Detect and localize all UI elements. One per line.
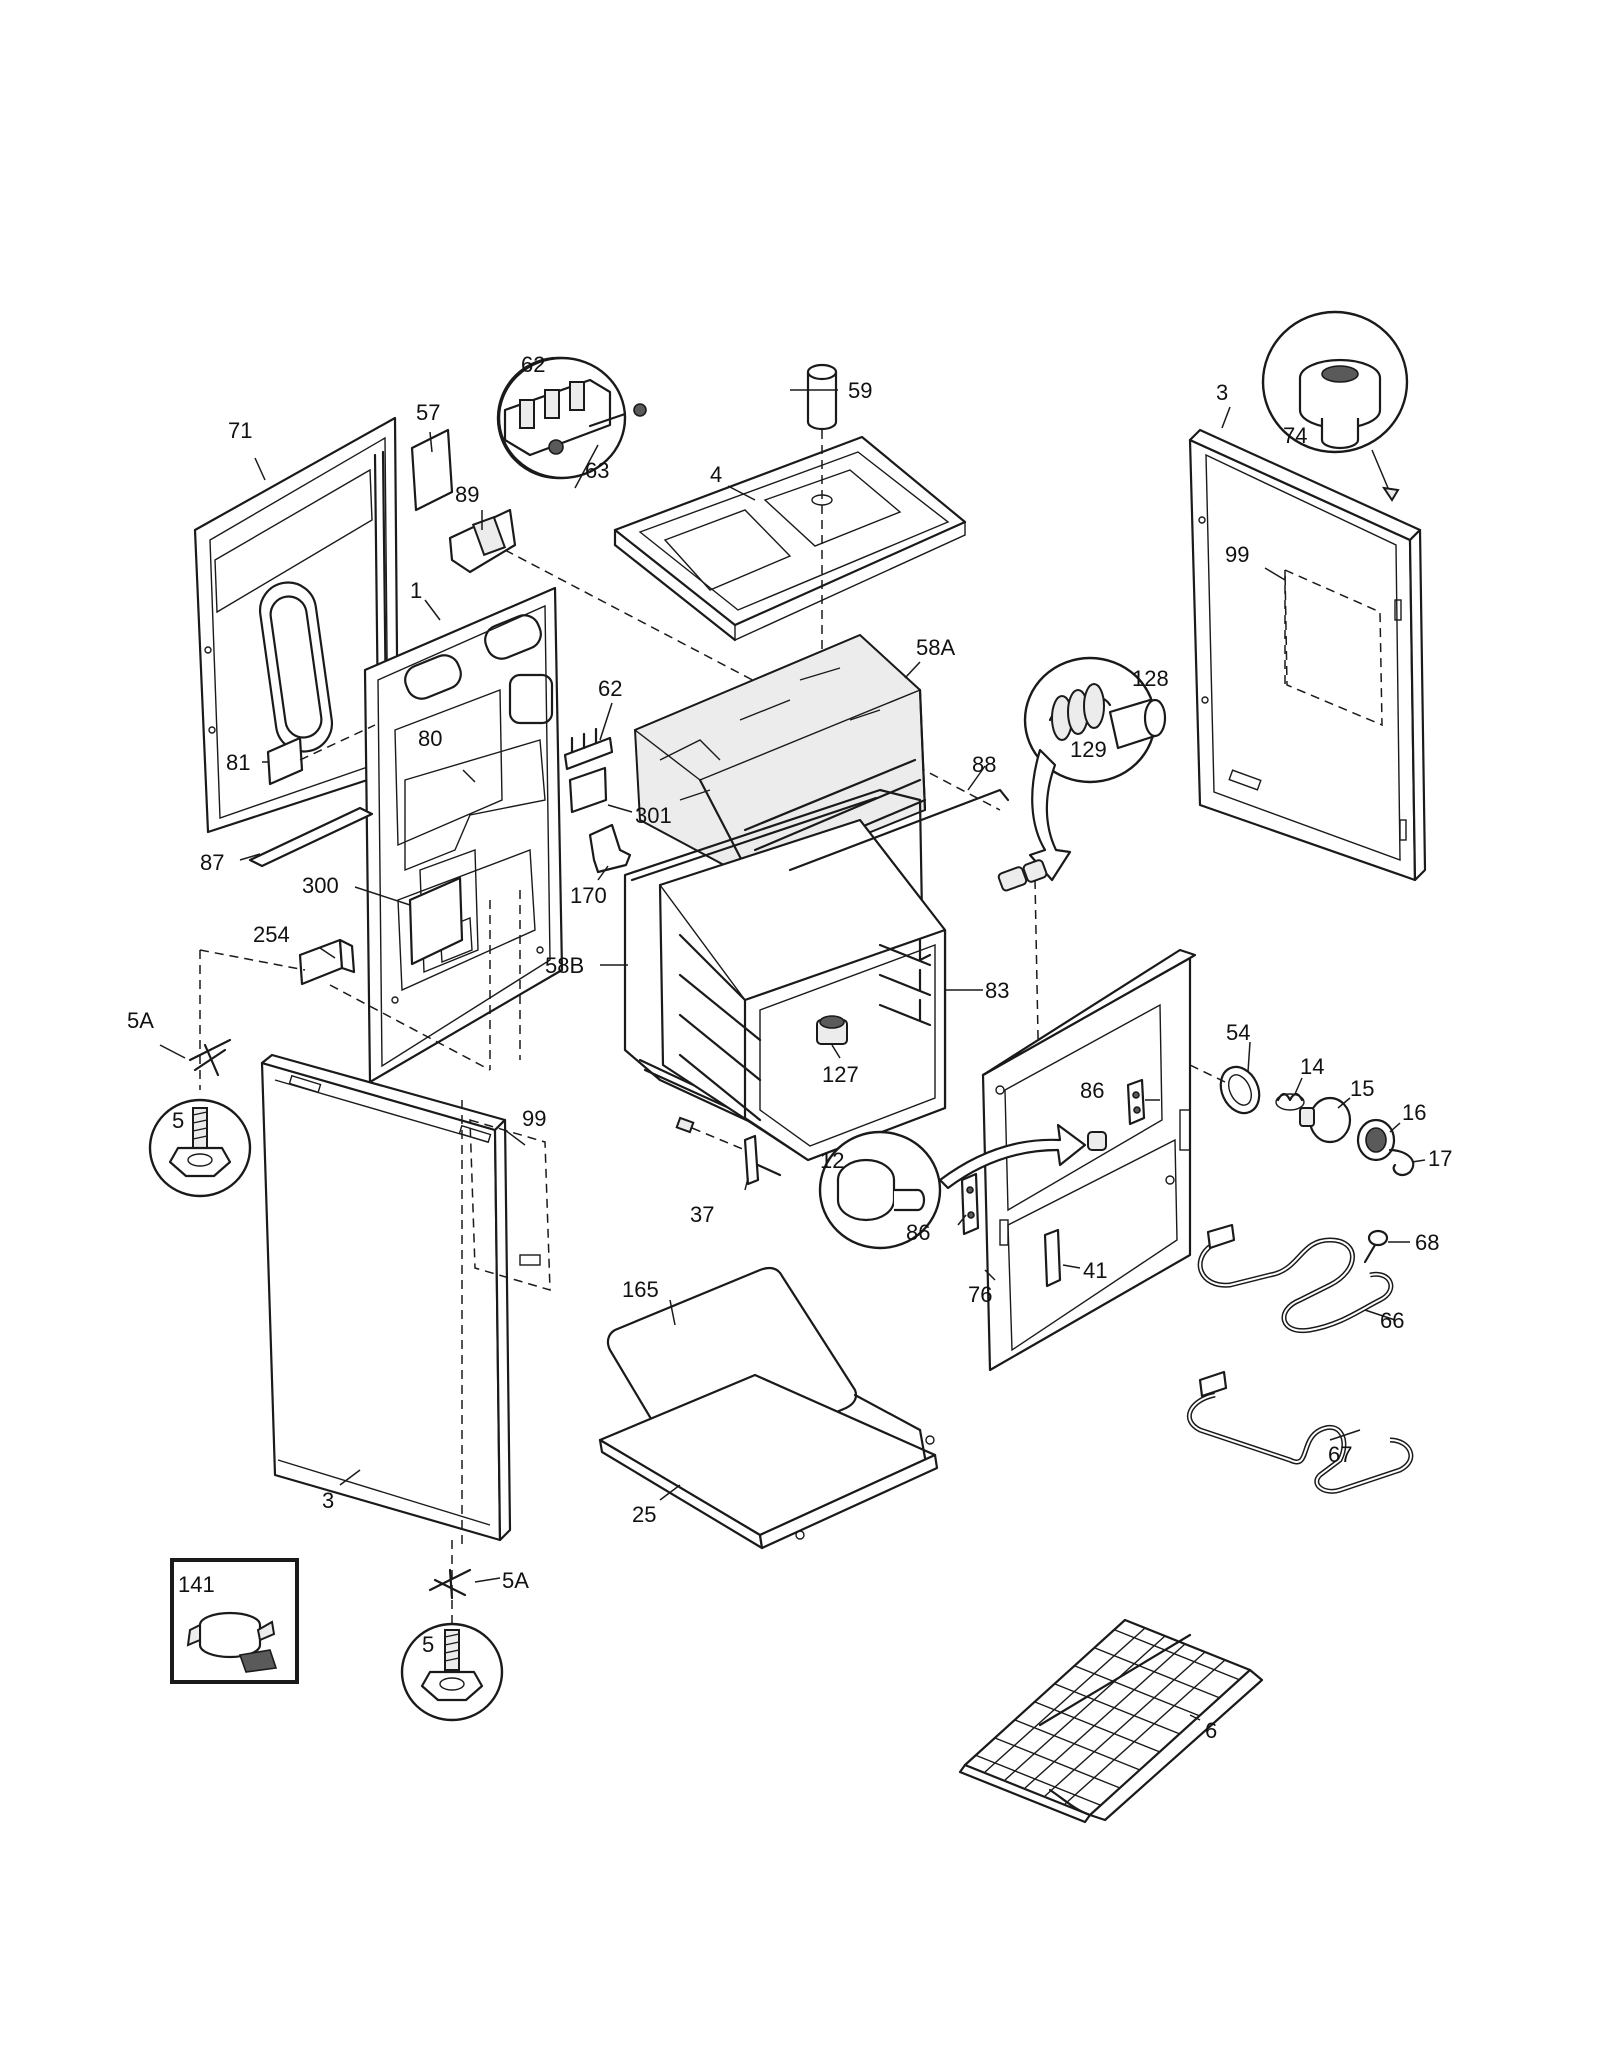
side-panel-part-1	[363, 586, 564, 1084]
label-16: 16	[1402, 1100, 1426, 1125]
leg-clip-part-5A-top	[159, 1038, 232, 1077]
label-71: 71	[228, 418, 252, 443]
light-spring-part-14	[1275, 1092, 1305, 1111]
label-165: 165	[622, 1277, 659, 1302]
knob-callout	[1261, 310, 1409, 502]
label-67: 67	[1328, 1442, 1352, 1467]
strip-part-87	[248, 806, 374, 868]
label-37: 37	[690, 1202, 714, 1227]
label-6: 6	[1205, 1718, 1217, 1743]
label-17: 17	[1428, 1146, 1452, 1171]
label-89: 89	[455, 482, 479, 507]
leader-lines	[239, 389, 1426, 1721]
light-lens-part-16	[1356, 1118, 1396, 1162]
label-99-bottom: 99	[522, 1106, 546, 1131]
label-12: 12	[820, 1148, 844, 1173]
label-3-bottom: 3	[322, 1488, 334, 1513]
callout-arrow-spring	[1028, 748, 1072, 882]
label-128: 128	[1132, 666, 1169, 691]
label-99-top: 99	[1225, 542, 1249, 567]
bracket-part-41	[1043, 1228, 1062, 1288]
label-127: 127	[822, 1062, 859, 1087]
bottom-tray-part-25	[598, 1373, 939, 1550]
label-4: 4	[710, 462, 722, 487]
label-63: 63	[585, 458, 609, 483]
label-3-top: 3	[1216, 380, 1228, 405]
label-86-lower: 86	[906, 1220, 930, 1245]
label-58B: 58B	[545, 953, 584, 978]
label-80: 80	[418, 726, 442, 751]
label-74: 74	[1283, 423, 1307, 448]
bracket-part-254	[199, 890, 521, 1090]
bushing-callout-part-12	[818, 1130, 942, 1250]
oven-rack-part-6	[958, 1618, 1264, 1824]
thermostat-part-141-box	[170, 1558, 299, 1684]
light-socket-part-127	[816, 1015, 848, 1045]
broil-element-part-66	[1197, 1223, 1394, 1334]
label-15: 15	[1350, 1076, 1374, 1101]
label-62: 62	[598, 676, 622, 701]
label-76: 76	[968, 1282, 992, 1307]
label-plate-part-99-right	[1284, 568, 1383, 727]
label-129: 129	[1070, 737, 1107, 762]
front-frame-part-76	[981, 948, 1197, 1372]
light-bulb-part-15	[1299, 1096, 1352, 1144]
terminal-block-callout	[496, 356, 647, 489]
cover-part-300	[408, 876, 464, 966]
label-86-upper: 86	[1080, 1078, 1104, 1103]
oven-liner-part-83	[658, 818, 947, 1162]
label-14: 14	[1300, 1054, 1324, 1079]
label-plate-part-99-left	[469, 1118, 551, 1292]
label-59: 59	[848, 378, 872, 403]
label-58A: 58A	[916, 635, 955, 660]
label-54: 54	[1226, 1020, 1250, 1045]
wire-clip-part-17	[1388, 1148, 1415, 1177]
label-254: 254	[253, 922, 290, 947]
plate-part-57	[410, 428, 454, 512]
label-170: 170	[570, 883, 607, 908]
label-1: 1	[410, 578, 422, 603]
label-62-callout: 62	[521, 352, 545, 377]
side-panel-part-3-left	[260, 1053, 512, 1550]
part-number-labels: 71 57 62 63 89 1 4 59 3 74 99 58A 62 301…	[127, 352, 1452, 1743]
label-41: 41	[1083, 1258, 1107, 1283]
label-141: 141	[178, 1572, 215, 1597]
door-frame-part-3-right	[1188, 428, 1427, 882]
label-25: 25	[632, 1502, 656, 1527]
leveling-leg-callout-top	[148, 1098, 252, 1198]
insulation-blanket-part-58A	[633, 633, 927, 882]
label-87: 87	[200, 850, 224, 875]
label-83: 83	[985, 978, 1009, 1003]
label-301: 301	[635, 803, 672, 828]
label-57: 57	[416, 400, 440, 425]
leveling-leg-callout-bottom	[400, 1540, 504, 1722]
label-5-top: 5	[172, 1108, 184, 1133]
label-68: 68	[1415, 1230, 1439, 1255]
label-5-bottom: 5	[422, 1632, 434, 1657]
plate-part-301	[568, 766, 608, 814]
label-5A-top: 5A	[127, 1008, 154, 1033]
element-clip-part-68	[1363, 1229, 1389, 1264]
top-panel-part-4	[613, 435, 967, 642]
label-88: 88	[972, 752, 996, 777]
label-5A-bottom: 5A	[502, 1568, 529, 1593]
bracket-part-81	[266, 724, 376, 786]
leg-clip-part-5A-bottom	[428, 1568, 501, 1600]
sensor-part-37	[675, 1116, 782, 1186]
label-66: 66	[1380, 1308, 1404, 1333]
terminal-part-62	[563, 727, 614, 771]
label-81: 81	[226, 750, 250, 775]
hinge-part-86-upper	[1126, 1078, 1146, 1126]
bake-element-part-67	[1186, 1370, 1414, 1494]
callout-arrow-12	[938, 1123, 1107, 1190]
label-300: 300	[302, 873, 339, 898]
hinge-part-86-lower	[960, 1172, 980, 1236]
light-ring-part-54	[1219, 1065, 1261, 1115]
spring-callout	[1023, 656, 1167, 784]
bracket-part-170	[588, 823, 632, 874]
